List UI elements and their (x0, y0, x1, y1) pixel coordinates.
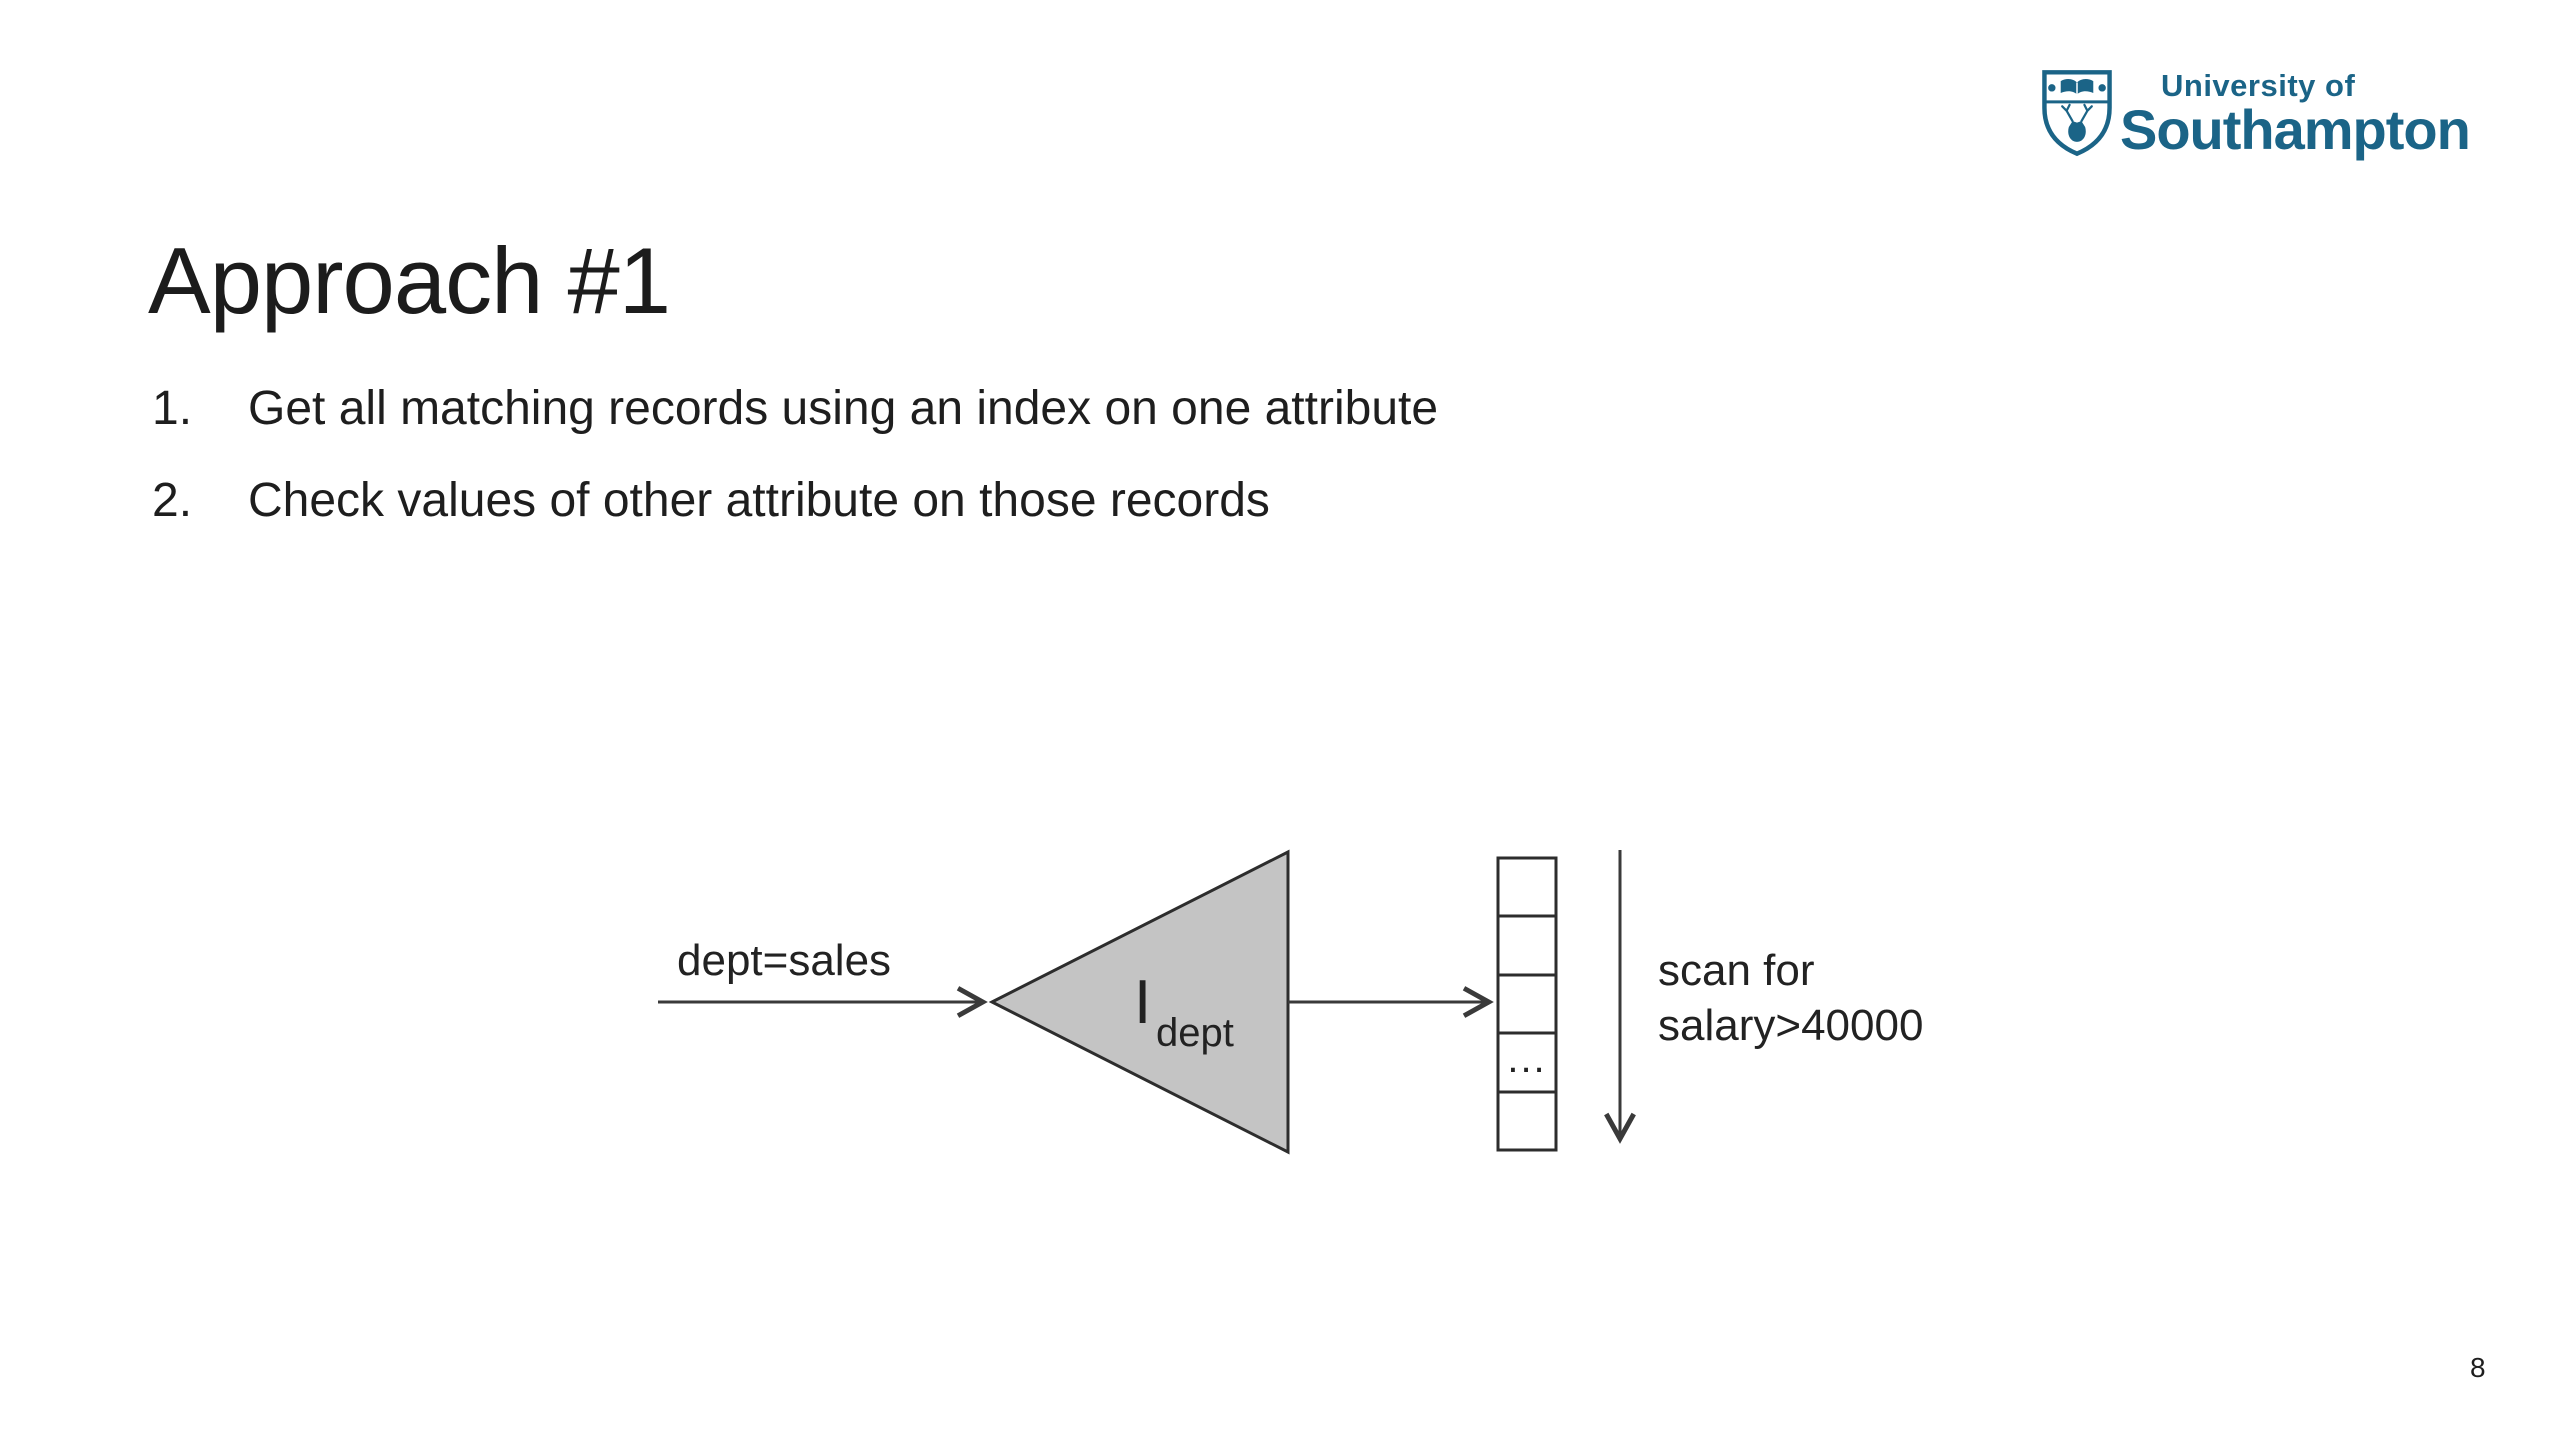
index-scan-diagram: dept=sales I dept ... scan for salary>40… (658, 849, 1923, 1155)
university-logo-text: University of Southampton (2120, 62, 2471, 161)
scan-label-line1: scan for (1658, 946, 1815, 995)
index-label-main: I (1134, 968, 1151, 1037)
logo-line-southampton: Southampton (2120, 98, 2471, 161)
input-label: dept=sales (677, 936, 891, 985)
logo-line-university-of: University of (2161, 68, 2356, 103)
index-label-sub: dept (1156, 1011, 1234, 1055)
records-ellipsis: ... (1507, 1037, 1546, 1081)
university-logo: University of Southampton (2040, 62, 2471, 164)
list-item: 1. Get all matching records using an ind… (152, 382, 1438, 436)
list-item: 2. Check values of other attribute on th… (152, 474, 1438, 528)
list-item-text: Get all matching records using an index … (248, 382, 1439, 435)
list-item-number: 1. (152, 382, 193, 435)
steps-list: 1. Get all matching records using an ind… (152, 382, 1438, 566)
university-shield-icon (2042, 70, 2112, 157)
scan-label-line2: salary>40000 (1658, 1001, 1923, 1050)
page-number: 8 (2470, 1352, 2486, 1383)
list-item-number: 2. (152, 473, 193, 527)
slide-title: Approach #1 (148, 228, 671, 333)
records-column: ... (1496, 856, 1558, 1152)
list-item-text: Check values of other attribute on those… (248, 473, 1270, 527)
